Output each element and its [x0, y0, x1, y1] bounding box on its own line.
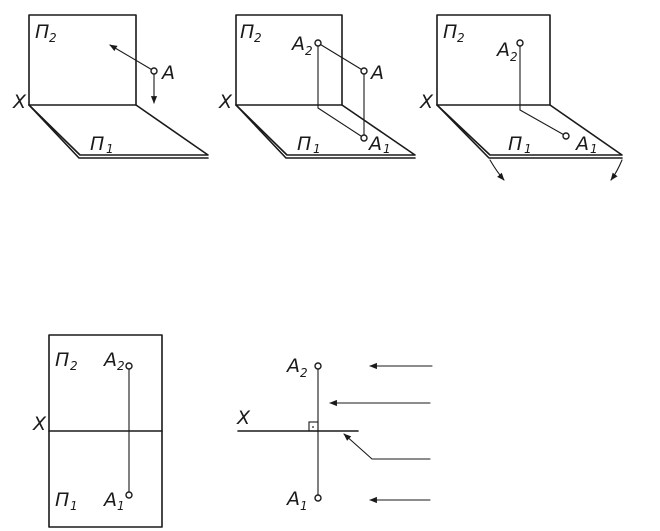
panel-2-plane-v-sub: 2	[254, 31, 262, 45]
panel-5-a1-label: A	[285, 488, 300, 510]
panel-2-a-label: A	[369, 62, 384, 84]
panel-2-plane-h-label: Π	[297, 133, 311, 155]
panel-3-planes	[436, 14, 623, 159]
panel-5-point-a1	[314, 494, 322, 502]
panel-2-a1-sub: 1	[383, 142, 391, 156]
panel-2-point-a	[360, 67, 368, 75]
panel-4-a2-label: A	[102, 349, 117, 371]
panel-2-plane-v-label: Π	[240, 21, 254, 43]
panel-4-axis-label: X	[32, 413, 47, 435]
panel-4-plane-v-label: Π	[55, 349, 69, 371]
panel-1-point-a	[109, 44, 158, 104]
panel-2-axis-label: X	[218, 91, 233, 113]
panel-4-point-a2	[125, 362, 133, 370]
panel-5-point-a2	[314, 362, 322, 370]
panel-4-point-a1	[125, 491, 133, 499]
panel-4-a2-sub: 2	[117, 359, 125, 373]
panel-3-point-a2	[516, 39, 524, 47]
panel-1-axis-label: X	[12, 91, 27, 113]
panel-2-point-a2	[314, 39, 322, 47]
panel-3-projection-lines	[516, 39, 570, 140]
panel-5-epure	[237, 362, 359, 502]
panel-2-plane-h-sub: 1	[313, 142, 321, 156]
panel-5-axis-label: X	[236, 407, 251, 429]
panel-1-plane-h-label: Π	[90, 133, 104, 155]
panel-4-frame	[48, 334, 163, 528]
panel-1-plane-h-sub: 1	[106, 142, 114, 156]
panel-3-a1-label: A	[574, 133, 589, 155]
panel-3-rotation-arrows	[489, 159, 623, 181]
panel-4-plane-h-sub: 1	[70, 499, 78, 513]
panel-2-point-a1	[360, 134, 368, 142]
panel-5-a1-sub: 1	[300, 499, 308, 513]
panel-3-plane-v-label: Π	[443, 21, 457, 43]
panel-4-a1-label: A	[102, 489, 117, 511]
panel-3-plane-h-sub: 1	[524, 142, 532, 156]
panel-4-a1-sub: 1	[117, 499, 125, 513]
panel-2-a2-label: A	[290, 33, 305, 55]
panel-2-a2-sub: 2	[305, 44, 313, 58]
panel-5-pointer-arrows	[329, 362, 433, 504]
panel-3-axis-label: X	[419, 91, 434, 113]
pointer-arrow-right-angle	[343, 433, 431, 460]
panel-3-a2-sub: 2	[510, 50, 518, 64]
panel-3-point-a1	[562, 132, 570, 140]
panel-3-plane-v-sub: 2	[457, 31, 465, 45]
panel-2-a1-label: A	[367, 133, 382, 155]
panel-1-plane-v-label: Π	[35, 21, 49, 43]
panel-2-planes	[235, 14, 416, 159]
right-angle-mark	[308, 421, 319, 432]
panel-3-a2-label: A	[495, 39, 510, 61]
panel-2-projection-lines	[314, 39, 368, 142]
panel-4-projection-line	[125, 362, 133, 499]
panel-4-plane-v-sub: 2	[70, 359, 78, 373]
panel-1-plane-v-sub: 2	[49, 31, 57, 45]
panel-3-a1-sub: 1	[590, 142, 598, 156]
panel-3-plane-h-label: Π	[508, 133, 522, 155]
panel-4-plane-h-label: Π	[55, 489, 69, 511]
panel-5-a2-label: A	[285, 355, 300, 377]
panel-1-point-label: A	[160, 62, 175, 84]
panel-5-a2-sub: 2	[300, 366, 308, 380]
